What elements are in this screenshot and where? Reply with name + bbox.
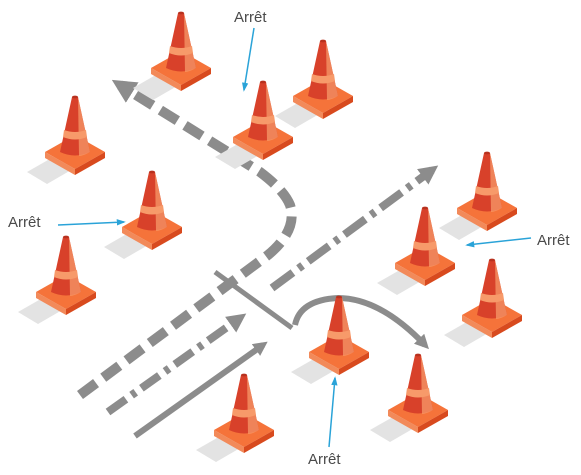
stop-label-bottom: Arrêt	[308, 451, 341, 468]
solid-lane	[133, 341, 268, 439]
dash-dot-lane	[105, 313, 247, 416]
callout-arrow-right	[465, 237, 532, 248]
cones	[18, 11, 522, 462]
road-markings	[77, 79, 439, 439]
cone	[215, 80, 293, 169]
callout-arrows	[57, 27, 532, 448]
stop-line	[213, 269, 294, 331]
stop-label-left: Arrêt	[8, 214, 41, 231]
diagonal-dash-dot-lane	[269, 165, 439, 292]
callout-arrow-left	[57, 219, 126, 226]
callout-arrow-top	[242, 27, 255, 92]
stop-label-top: Arrêt	[234, 9, 267, 26]
cone	[18, 235, 96, 324]
cone	[439, 151, 517, 240]
cone	[377, 206, 455, 295]
cone	[133, 11, 211, 100]
callout-arrow-bottom	[328, 376, 338, 448]
cone	[444, 258, 522, 347]
turn-right-lane	[292, 294, 429, 350]
curved-dashed-lane	[77, 79, 297, 400]
stop-label-right: Arrêt	[537, 232, 570, 249]
cone	[275, 39, 353, 128]
cone	[27, 95, 105, 184]
cone	[104, 170, 182, 259]
cone	[370, 353, 448, 442]
